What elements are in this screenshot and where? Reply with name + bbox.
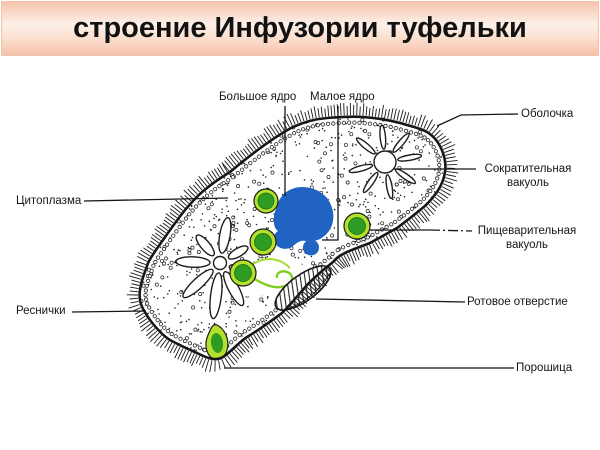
page-title: строение Инфузории туфельки: [73, 12, 527, 44]
label-anal-pore: Порошица: [516, 362, 573, 374]
pointer-oral-opening: [315, 298, 466, 303]
label-oral-opening: Ротовое отверстие: [467, 296, 568, 308]
pointer-lines: [71, 106, 519, 369]
macronucleus-shape: [273, 187, 334, 249]
title-bar: строение Инфузории туфельки: [1, 1, 599, 56]
label-digestive-vacuole: Пищеварительная вакуоль: [477, 225, 577, 252]
digestive-vacuoles: [229, 188, 371, 287]
label-contractile-vacuole: Сократительная вакуоль: [484, 163, 572, 190]
label-micronucleus: Малое ядро: [310, 91, 375, 103]
pointer-micronucleus: [322, 106, 339, 241]
label-cytoplasm: Цитоплазма: [16, 195, 82, 207]
food-squiggle-upper: [252, 258, 291, 269]
pointer-digestive-vacuole-tail: [429, 229, 473, 232]
cell-membrane: [138, 115, 447, 361]
label-cilia: Реснички: [16, 305, 66, 317]
pointer-cytoplasm: [83, 197, 229, 202]
label-macronucleus: Большое ядро: [219, 91, 297, 103]
micronucleus-shape: [303, 239, 319, 256]
contractile-vacuole-left-star: [175, 216, 255, 320]
label-membrane: Оболочка: [521, 108, 574, 120]
pointer-membrane: [436, 113, 519, 127]
contractile-vacuole-right-star: [348, 124, 423, 200]
food-squiggle-lower: [250, 270, 294, 289]
pointer-cilia: [71, 310, 147, 313]
